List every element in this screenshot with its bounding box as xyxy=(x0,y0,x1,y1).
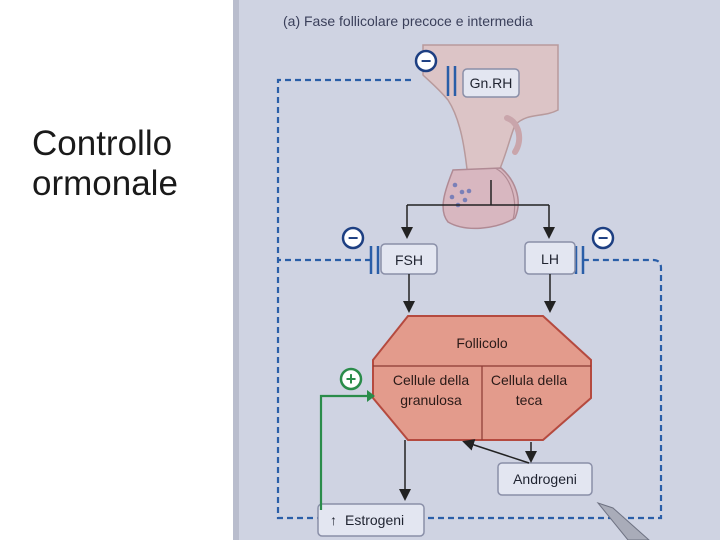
diagram-svg: (a) Fase follicolare precoce e intermedi… xyxy=(233,0,720,541)
gonadotropin-arrows xyxy=(403,274,556,313)
diagram-panel: (a) Fase follicolare precoce e intermedi… xyxy=(233,0,720,541)
estrogeni-up-arrow: ↑ xyxy=(330,512,337,528)
estrogeni-label: Estrogeni xyxy=(345,512,404,528)
hypothalamus-pituitary-illustration xyxy=(422,44,559,230)
positive-feedback-arrowhead xyxy=(367,390,375,402)
fsh-label: FSH xyxy=(395,252,423,268)
teca-to-granulosa-arrow xyxy=(462,439,530,464)
panel-edge xyxy=(233,0,239,540)
panel-title: (a) Fase follicolare precoce e intermedi… xyxy=(283,13,533,29)
estrogeni-box xyxy=(317,503,425,537)
negative-sign-lh: − xyxy=(591,226,615,250)
teca-label-line2: teca xyxy=(516,392,543,408)
svg-text:−: − xyxy=(348,228,359,248)
granulosa-label-line2: granulosa xyxy=(400,392,462,408)
feedback-loops xyxy=(276,78,663,520)
gnrh-label: Gn.RH xyxy=(470,75,513,91)
lh-label: LH xyxy=(541,251,559,267)
svg-text:−: − xyxy=(598,228,609,248)
inhibition-bars xyxy=(369,66,585,274)
negative-sign-gnrh: − xyxy=(414,49,438,73)
androgeni-label: Androgeni xyxy=(513,471,577,487)
slide-title: Controllo ormonale xyxy=(32,124,178,203)
androgeni-box xyxy=(497,462,593,496)
positive-sign-granulosa: + xyxy=(339,367,363,391)
teca-label-line1: Cellula della xyxy=(491,372,567,388)
svg-text:−: − xyxy=(421,51,432,71)
lh-feedback-loop xyxy=(428,258,663,520)
svg-text:+: + xyxy=(346,369,357,389)
pituitary-outputs xyxy=(401,180,555,239)
gnrh-box xyxy=(462,68,520,98)
negative-sign-fsh: − xyxy=(341,226,365,250)
gnrh-feedback-loop xyxy=(276,78,411,520)
positive-feedback-line xyxy=(319,394,367,510)
follicle-title: Follicolo xyxy=(456,335,508,351)
granulosa-label-line1: Cellule della xyxy=(393,372,469,388)
